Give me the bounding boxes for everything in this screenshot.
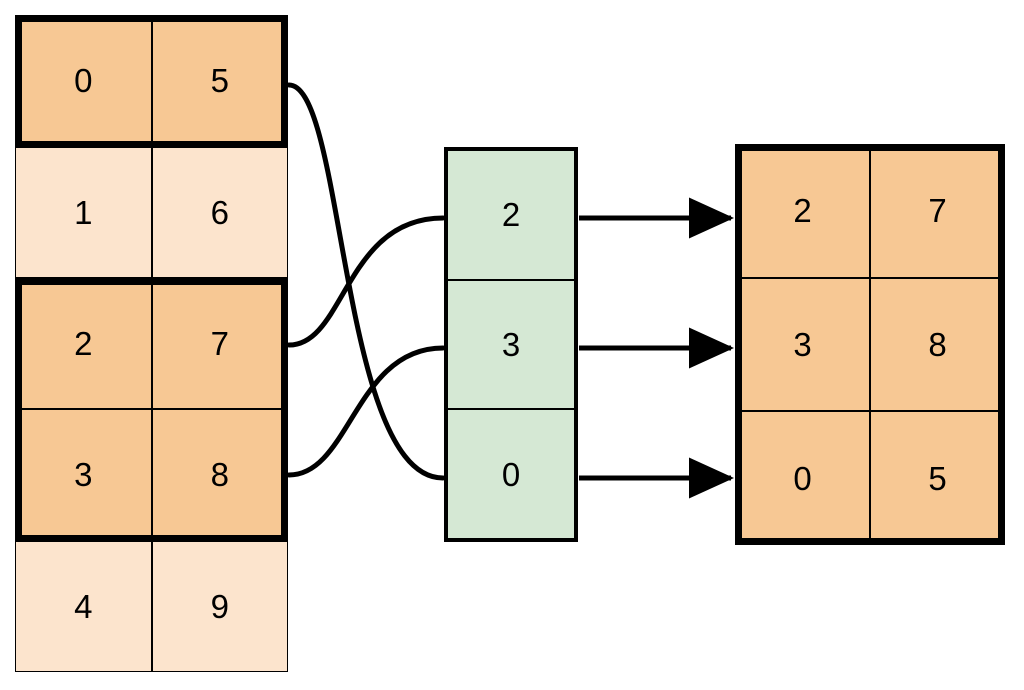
index-column: 2 3 0 bbox=[444, 147, 578, 542]
table-cell: 3 bbox=[15, 409, 152, 541]
table-cell: 5 bbox=[870, 411, 1005, 545]
curve-row-0-to-index-0 bbox=[286, 82, 446, 481]
table-cell: 3 bbox=[735, 277, 870, 412]
table-cell: 9 bbox=[151, 540, 288, 672]
table-cell: 4 bbox=[15, 540, 152, 672]
index-cell: 2 bbox=[447, 150, 575, 280]
table-cell: 1 bbox=[15, 146, 152, 278]
result-table: 2 7 3 8 0 5 bbox=[735, 144, 1005, 545]
index-cell: 3 bbox=[447, 279, 575, 410]
index-cell: 0 bbox=[447, 409, 575, 539]
table-cell: 2 bbox=[15, 277, 152, 410]
source-table: 0 5 1 6 2 7 3 8 4 9 bbox=[15, 15, 288, 672]
table-cell: 0 bbox=[15, 15, 152, 147]
table-cell: 5 bbox=[151, 15, 288, 147]
table-cell: 7 bbox=[151, 277, 288, 410]
curve-row-2-to-index-2 bbox=[286, 215, 446, 348]
curve-row-3-to-index-3 bbox=[286, 345, 446, 478]
table-cell: 6 bbox=[151, 146, 288, 278]
table-cell: 0 bbox=[735, 411, 870, 545]
table-cell: 8 bbox=[870, 277, 1005, 412]
table-cell: 7 bbox=[870, 144, 1005, 278]
table-cell: 2 bbox=[735, 144, 870, 278]
table-cell: 8 bbox=[151, 409, 288, 541]
